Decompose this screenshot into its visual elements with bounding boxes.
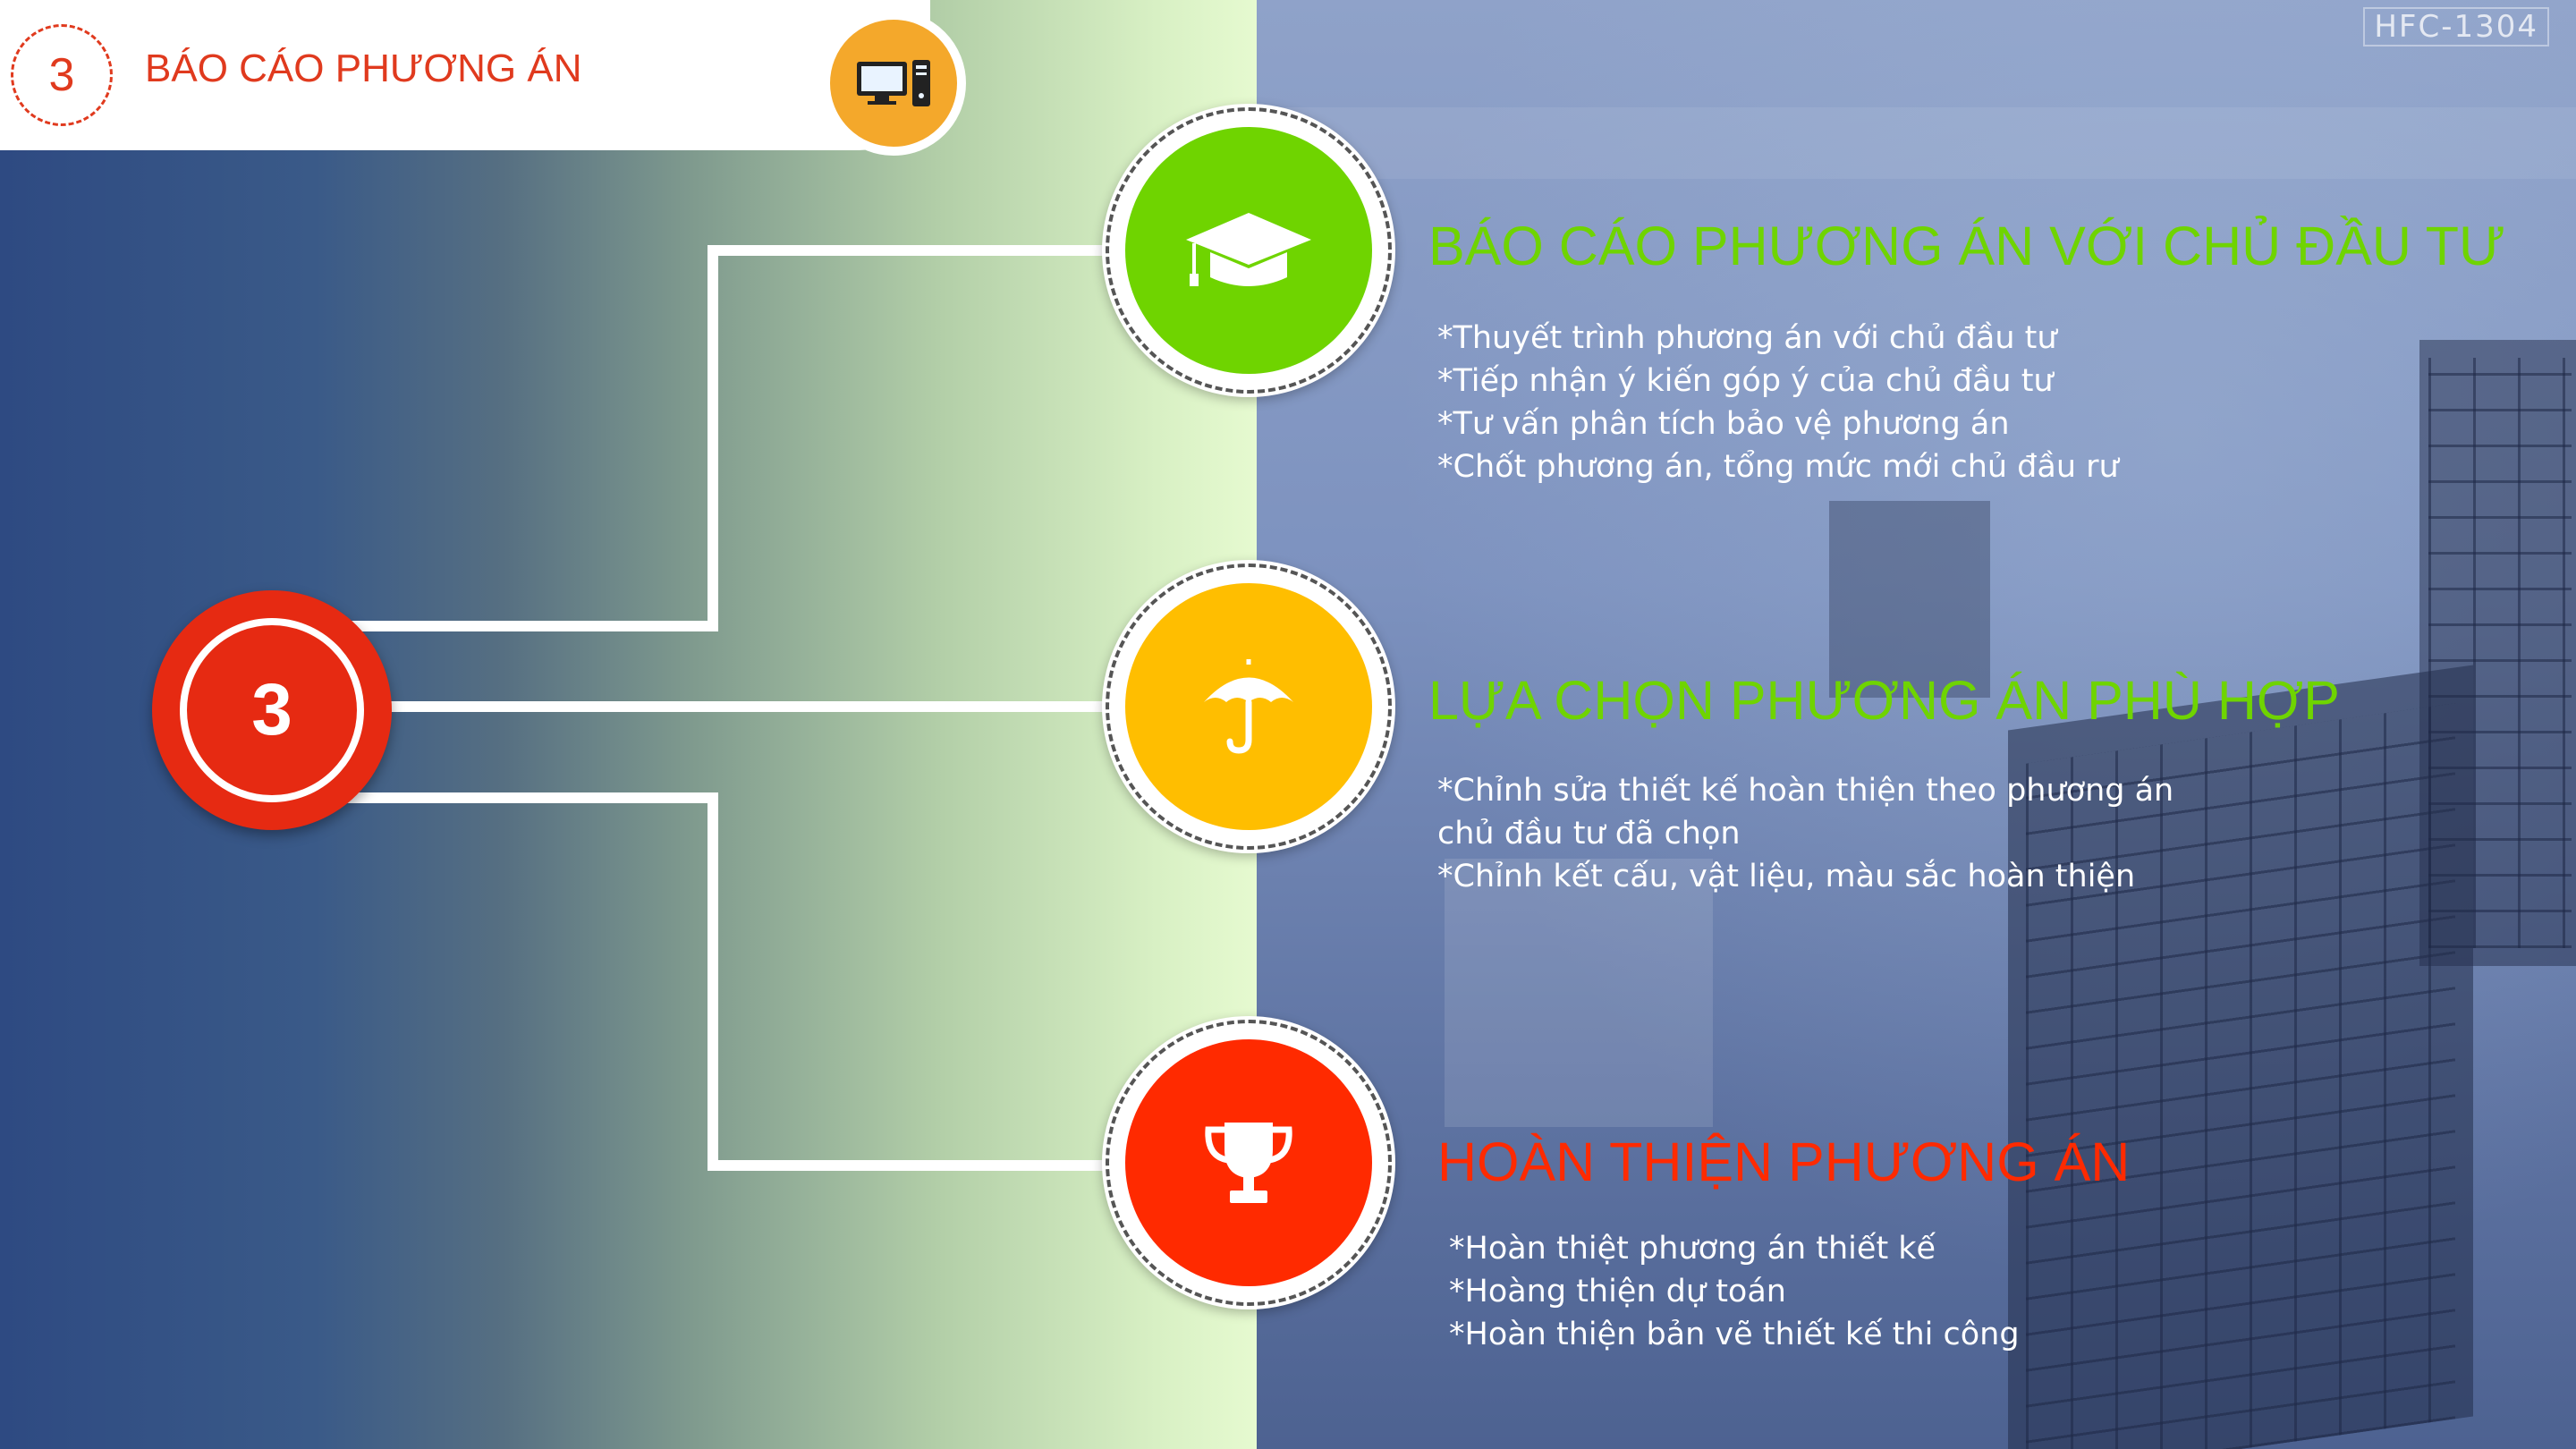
list-item: *Tiếp nhận ý kiến góp ý của chủ đầu tư [1437, 363, 2054, 399]
architecture-background-image: HFC-1304 [1257, 0, 2576, 1449]
list-item: *Tư vấn phân tích bảo vệ phương án [1437, 406, 2010, 442]
section-3-bullets: *Hoàn thiệt phương án thiết kế *Hoàng th… [1449, 1227, 2020, 1356]
node-graduation [1102, 104, 1395, 397]
umbrella-icon [1125, 583, 1372, 830]
section-2-bullets: *Chỉnh sửa thiết kế hoàn thiện theo phươ… [1437, 769, 2174, 898]
section-3-heading: HOÀN THIỆN PHƯƠNG ÁN [1437, 1131, 2131, 1192]
list-item: *Hoàn thiện bản vẽ thiết kế thi công [1449, 1317, 2020, 1352]
header-title: BÁO CÁO PHƯƠNG ÁN [145, 47, 582, 90]
list-item: *Chốt phương án, tổng mức mới chủ đầu rư [1437, 449, 2119, 485]
node-umbrella [1102, 560, 1395, 853]
hub-number: 3 [180, 618, 364, 802]
header-step-number: 3 [11, 24, 113, 126]
list-item: *Thuyết trình phương án với chủ đầu tư [1437, 320, 2057, 356]
section-1-bullets: *Thuyết trình phương án với chủ đầu tư *… [1437, 317, 2119, 488]
header-bar: 3 BÁO CÁO PHƯƠNG ÁN [0, 0, 930, 150]
list-item: *Chỉnh sửa thiết kế hoàn thiện theo phươ… [1437, 773, 2174, 809]
node-trophy [1102, 1016, 1395, 1309]
graduation-cap-icon [1125, 127, 1372, 374]
list-item: *Hoàn thiệt phương án thiết kế [1449, 1231, 1936, 1267]
list-item: *Chỉnh kết cấu, vật liệu, màu sắc hoàn t… [1437, 859, 2136, 894]
computer-icon [821, 11, 966, 156]
hub-circle: 3 [152, 590, 392, 830]
trophy-icon [1125, 1039, 1372, 1286]
section-1-heading: BÁO CÁO PHƯƠNG ÁN VỚI CHỦ ĐẦU TƯ [1428, 216, 2506, 276]
watermark-label: HFC-1304 [2363, 7, 2549, 47]
section-2-heading: LỰA CHỌN PHƯƠNG ÁN PHÙ HỢP [1428, 670, 2340, 731]
list-item: chủ đầu tư đã chọn [1437, 816, 1741, 852]
list-item: *Hoàng thiện dự toán [1449, 1274, 1786, 1309]
